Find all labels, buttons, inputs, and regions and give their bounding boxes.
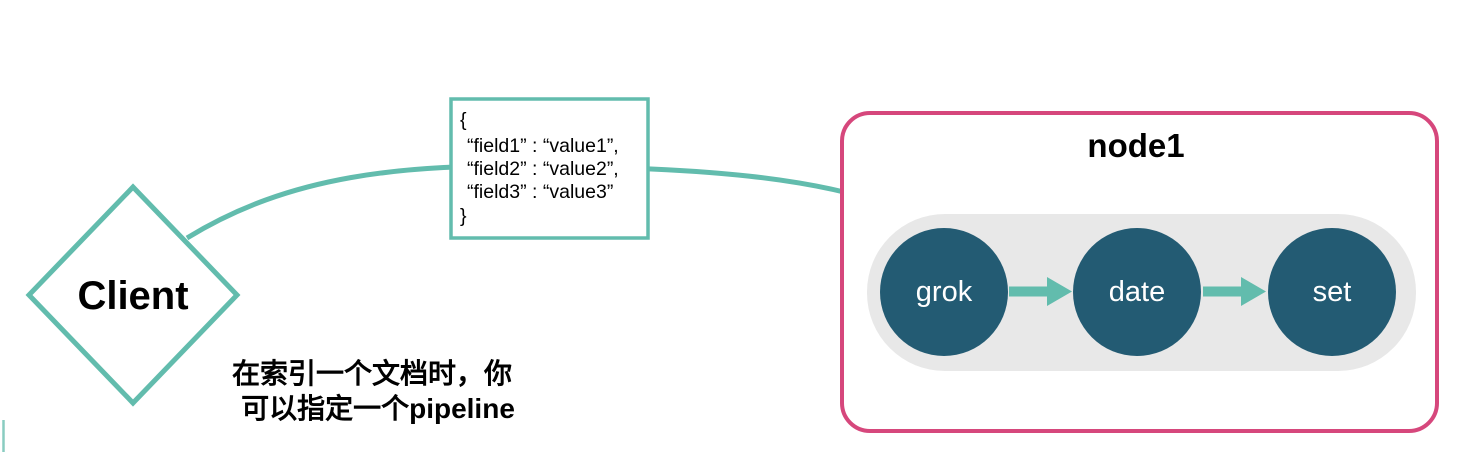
caption-line-1: 在索引一个文档时，你 bbox=[232, 357, 512, 389]
client-shape bbox=[25, 183, 241, 407]
document-line-close-brace: } bbox=[460, 205, 467, 227]
processor-grok-shape bbox=[880, 228, 1008, 356]
processor-arrow-1 bbox=[1009, 277, 1072, 306]
processor-grok-label: grok bbox=[916, 276, 973, 308]
node1-title: node1 bbox=[1087, 127, 1184, 164]
document-box bbox=[449, 97, 650, 240]
document-line-open-brace: { bbox=[460, 109, 467, 131]
document-line-field2: “field2” : “value2”, bbox=[467, 158, 619, 180]
processor-set-shape bbox=[1268, 228, 1396, 356]
caption-line-2: 可以指定一个pipeline bbox=[241, 392, 515, 424]
processor-date-shape bbox=[1073, 228, 1201, 356]
processor-arrow-2 bbox=[1203, 277, 1266, 306]
document-line-field3: “field3” : “value3” bbox=[467, 181, 613, 203]
client-label: Client bbox=[77, 274, 188, 318]
processor-set-label: set bbox=[1313, 276, 1352, 308]
processor-date-label: date bbox=[1109, 276, 1165, 308]
document-line-field1: “field1” : “value1”, bbox=[467, 135, 619, 157]
